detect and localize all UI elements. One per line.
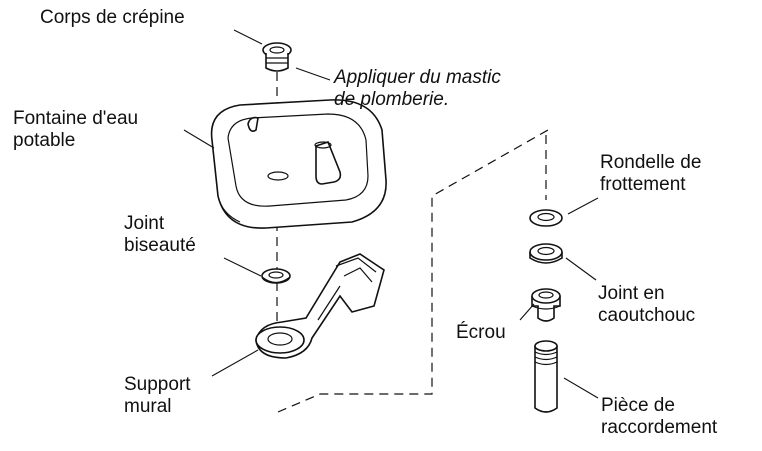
- tailpiece-line-2: raccordement: [601, 417, 718, 438]
- beveled-gasket-line-1: Joint: [124, 213, 165, 234]
- friction-washer-line-1: Rondelle de: [600, 152, 702, 173]
- tailpiece-label: Pièce de raccordement: [601, 395, 717, 439]
- fountain-line-2: potable: [13, 130, 76, 151]
- wall-support-label: Support mural: [124, 374, 191, 418]
- friction-washer-label: Rondelle de frottement: [600, 152, 701, 196]
- leader-rubber-gasket: [565, 257, 597, 281]
- leader-fountain: [183, 129, 215, 149]
- leader-nut: [519, 303, 535, 321]
- tailpiece-line-1: Pièce de: [601, 395, 675, 416]
- rubber-gasket-label: Joint en caoutchouc: [598, 283, 695, 327]
- leader-tailpiece: [563, 377, 599, 399]
- beveled-gasket-part: [261, 268, 291, 284]
- wall-support-line-2: mural: [124, 396, 172, 417]
- mastic-note-line-1: Appliquer du mastic: [334, 67, 501, 88]
- leader-strainer-body: [233, 29, 263, 45]
- leader-friction-washer: [567, 197, 599, 215]
- mastic-note-label: Appliquer du mastic de plomberie.: [334, 67, 501, 111]
- strainer-body-text: Corps de crépine: [40, 7, 185, 28]
- leader-mastic-note: [295, 67, 331, 81]
- mastic-note-line-2: de plomberie.: [334, 89, 450, 110]
- beveled-gasket-label: Joint biseauté: [124, 213, 196, 257]
- beveled-gasket-line-2: biseauté: [124, 235, 196, 256]
- nut-text: Écrou: [456, 322, 506, 343]
- leader-wall-support: [211, 349, 259, 377]
- nut-part: [531, 288, 561, 322]
- fountain-line-1: Fontaine d'eau: [13, 108, 139, 129]
- rubber-gasket-line-2: caoutchouc: [598, 305, 696, 326]
- offset-connector-line: [277, 129, 549, 413]
- fountain-part: [210, 99, 387, 229]
- strainer-body-label: Corps de crépine: [40, 7, 185, 29]
- wall-support-part: [255, 253, 385, 359]
- friction-washer-line-2: frottement: [600, 174, 686, 195]
- wall-support-line-1: Support: [124, 374, 191, 395]
- strainer-body-part: [262, 42, 292, 72]
- rubber-gasket-part: [529, 243, 563, 264]
- fountain-label: Fontaine d'eau potable: [13, 108, 138, 152]
- leader-beveled-gasket: [223, 257, 262, 277]
- tailpiece-part: [534, 340, 558, 413]
- rubber-gasket-line-1: Joint en: [598, 283, 665, 304]
- nut-label: Écrou: [456, 322, 506, 344]
- friction-washer-part: [529, 209, 563, 227]
